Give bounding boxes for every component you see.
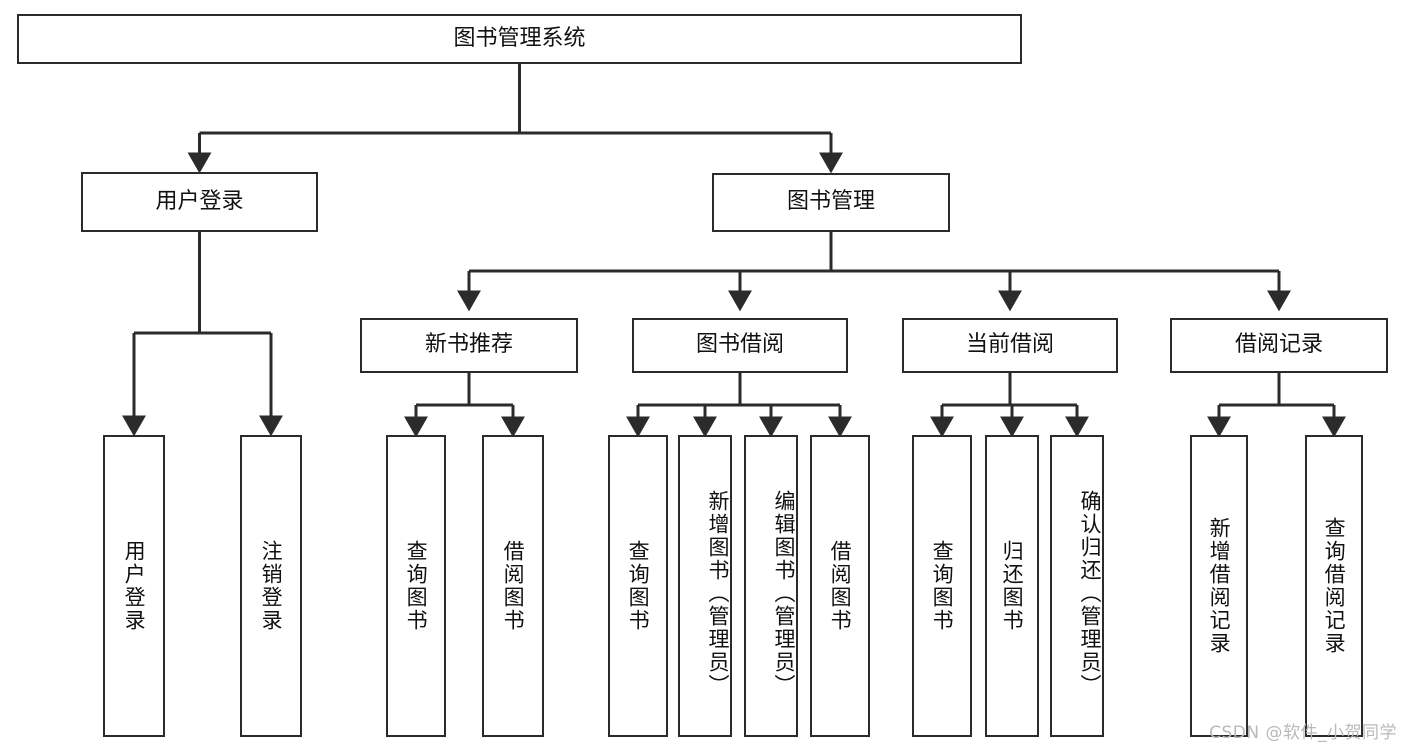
node-leaf-query-book-3-label: 查询图书 [930,540,955,632]
node-leaf-logout[interactable]: 注销登录 [240,435,302,737]
node-leaf-add-book-admin-label: 新增图书（管理员） [706,489,730,697]
node-leaf-query-book-2[interactable]: 查询图书 [608,435,668,737]
node-leaf-return-book[interactable]: 归还图书 [985,435,1039,737]
node-leaf-confirm-return-admin-label: 确认归还（管理员） [1078,489,1102,697]
node-user-login[interactable]: 用户登录 [81,172,318,232]
node-leaf-borrow-book-1[interactable]: 借阅图书 [482,435,544,737]
node-root-label: 图书管理系统 [453,25,586,51]
node-leaf-add-borrow-record[interactable]: 新增借阅记录 [1190,435,1248,737]
node-user-login-label: 用户登录 [155,188,244,214]
node-leaf-query-book-1[interactable]: 查询图书 [386,435,446,737]
node-root[interactable]: 图书管理系统 [17,14,1022,64]
node-leaf-query-book-3[interactable]: 查询图书 [912,435,972,737]
node-leaf-confirm-return-admin[interactable]: 确认归还（管理员） [1050,435,1104,737]
node-new-book-recommend[interactable]: 新书推荐 [360,318,578,373]
node-leaf-edit-book-admin[interactable]: 编辑图书（管理员） [744,435,798,737]
node-leaf-edit-book-admin-label: 编辑图书（管理员） [772,489,796,697]
node-book-borrow-label: 图书借阅 [695,332,784,358]
node-borrow-record[interactable]: 借阅记录 [1170,318,1388,373]
node-leaf-borrow-book-2[interactable]: 借阅图书 [810,435,870,737]
node-book-management[interactable]: 图书管理 [712,173,950,232]
node-leaf-query-borrow-record-label: 查询借阅记录 [1322,517,1347,655]
node-leaf-borrow-book-1-label: 借阅图书 [501,540,526,632]
node-leaf-return-book-label: 归还图书 [1000,540,1025,632]
node-current-borrow-label: 当前借阅 [965,332,1054,358]
node-leaf-user-login[interactable]: 用户登录 [103,435,165,737]
node-new-book-recommend-label: 新书推荐 [424,332,513,358]
node-leaf-add-book-admin[interactable]: 新增图书（管理员） [678,435,732,737]
node-borrow-record-label: 借阅记录 [1234,332,1323,358]
node-leaf-logout-label: 注销登录 [259,540,284,632]
node-leaf-user-login-label: 用户登录 [122,540,147,632]
node-book-management-label: 图书管理 [786,189,875,215]
node-leaf-query-book-2-label: 查询图书 [626,540,651,632]
node-leaf-add-borrow-record-label: 新增借阅记录 [1207,517,1232,655]
node-leaf-query-borrow-record[interactable]: 查询借阅记录 [1305,435,1363,737]
csdn-watermark: CSDN @软件_小贺同学 [1209,723,1397,743]
node-leaf-query-book-1-label: 查询图书 [404,540,429,632]
node-current-borrow[interactable]: 当前借阅 [902,318,1118,373]
node-book-borrow[interactable]: 图书借阅 [632,318,848,373]
node-leaf-borrow-book-2-label: 借阅图书 [828,540,853,632]
